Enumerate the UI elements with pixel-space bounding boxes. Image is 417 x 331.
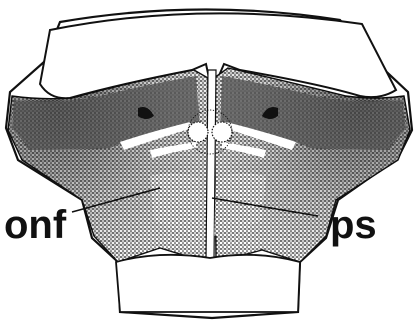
- lower-plate: [116, 255, 300, 312]
- onf-label: onf: [4, 203, 67, 247]
- ps-label: ps: [330, 203, 377, 247]
- right-circle: [212, 122, 232, 142]
- left-circle: [188, 122, 208, 142]
